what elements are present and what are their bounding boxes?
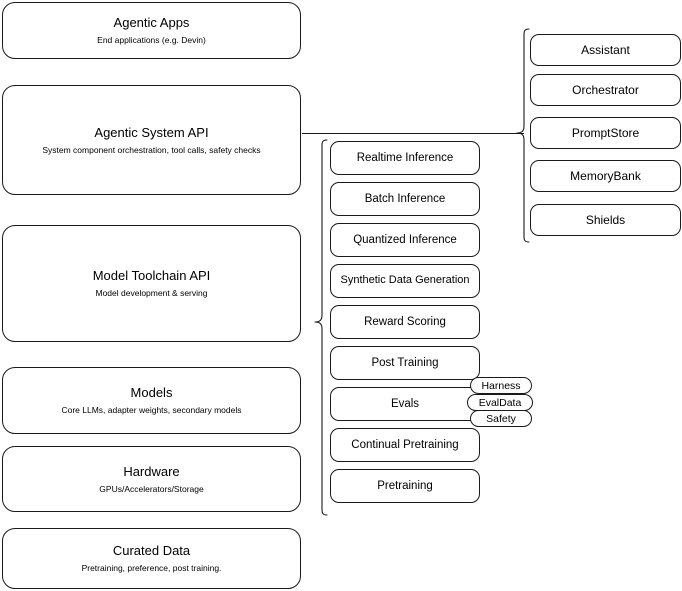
brace-system-components (516, 28, 530, 243)
layer-models[interactable]: Models Core LLMs, adapter weights, secon… (2, 367, 301, 434)
component-continual-pretraining[interactable]: Continual Pretraining (330, 428, 480, 462)
layer-subtitle: System component orchestration, tool cal… (42, 144, 261, 155)
component-shields[interactable]: Shields (530, 204, 681, 236)
connector-agentic-system-api-to-components (302, 133, 524, 134)
eval-tag-harness[interactable]: Harness (470, 377, 532, 394)
eval-tag-label: Harness (481, 379, 521, 392)
component-pretraining[interactable]: Pretraining (330, 469, 480, 503)
component-label: Shields (585, 212, 626, 227)
component-synthetic-data-generation[interactable]: Synthetic Data Generation (330, 264, 480, 298)
component-orchestrator[interactable]: Orchestrator (530, 74, 681, 106)
component-label: Assistant (581, 42, 630, 57)
component-label: PromptStore (571, 125, 640, 140)
component-realtime-inference[interactable]: Realtime Inference (330, 141, 480, 175)
layer-subtitle: End applications (e.g. Devin) (97, 35, 206, 46)
layer-title: Model Toolchain API (92, 268, 211, 284)
brace-toolchain-components (314, 139, 328, 516)
layer-agentic-apps[interactable]: Agentic Apps End applications (e.g. Devi… (2, 2, 301, 59)
component-label: Continual Pretraining (351, 438, 459, 451)
component-label: Post Training (371, 356, 439, 369)
layer-agentic-system-api[interactable]: Agentic System API System component orch… (2, 85, 301, 195)
component-label: Evals (390, 397, 420, 410)
component-label: Pretraining (377, 479, 433, 492)
layer-subtitle: GPUs/Accelerators/Storage (99, 483, 204, 494)
eval-tag-evaldata[interactable]: EvalData (467, 394, 533, 411)
component-promptstore[interactable]: PromptStore (530, 117, 681, 149)
layer-title: Agentic System API (94, 124, 209, 140)
component-batch-inference[interactable]: Batch Inference (330, 182, 480, 216)
component-assistant[interactable]: Assistant (530, 34, 681, 66)
component-evals[interactable]: Evals (330, 387, 480, 421)
layer-curated-data[interactable]: Curated Data Pretraining, preference, po… (2, 528, 301, 589)
component-label: Quantized Inference (353, 233, 457, 246)
component-label: Batch Inference (364, 192, 446, 205)
component-quantized-inference[interactable]: Quantized Inference (330, 223, 480, 257)
component-label: Reward Scoring (364, 315, 446, 328)
layer-title: Curated Data (112, 543, 191, 559)
component-memorybank[interactable]: MemoryBank (530, 160, 681, 192)
eval-tag-safety[interactable]: Safety (470, 410, 532, 427)
layer-hardware[interactable]: Hardware GPUs/Accelerators/Storage (2, 446, 301, 512)
layer-subtitle: Core LLMs, adapter weights, secondary mo… (61, 405, 242, 416)
component-label: MemoryBank (570, 168, 641, 183)
layer-model-toolchain-api[interactable]: Model Toolchain API Model development & … (2, 225, 301, 342)
layer-title: Models (130, 385, 173, 401)
component-reward-scoring[interactable]: Reward Scoring (330, 305, 480, 339)
component-label: Realtime Inference (356, 151, 454, 164)
component-label: Orchestrator (572, 82, 639, 97)
layer-title: Agentic Apps (113, 15, 190, 31)
eval-tag-label: Safety (486, 412, 516, 425)
component-label: Synthetic Data Generation (340, 274, 470, 287)
eval-tag-label: EvalData (478, 396, 522, 409)
layer-title: Hardware (123, 463, 180, 479)
layer-subtitle: Model development & serving (95, 288, 208, 299)
layer-subtitle: Pretraining, preference, post training. (81, 563, 222, 574)
component-post-training[interactable]: Post Training (330, 346, 480, 380)
